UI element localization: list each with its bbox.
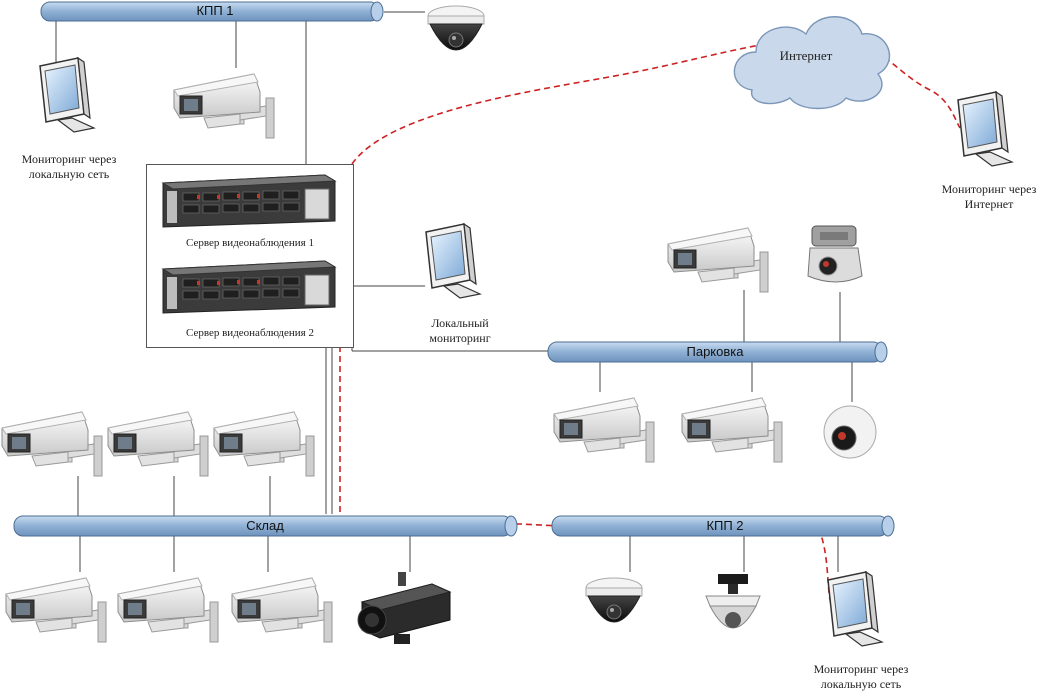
bus-kpp2-label: КПП 2 [706, 518, 744, 533]
monitor-local-line1: Локальный [431, 316, 489, 330]
connection-lines [55, 11, 853, 572]
monitor-local-network-top-line1: Мониторинг через [21, 152, 117, 166]
bus-warehouse-label: Склад [246, 518, 284, 533]
monitor-local-line2: мониторинг [429, 331, 491, 345]
internet-cloud [733, 16, 891, 110]
monitor-internet [957, 91, 1013, 167]
monitor-local-network-bottom-line1: Мониторинг через [813, 662, 909, 676]
camera-kpp1 [173, 73, 275, 139]
black-camera-warehouse [357, 571, 451, 645]
monitor-local-network-top [39, 57, 95, 133]
monitor-local [425, 223, 481, 299]
server-rack-box: Сервер видеонаблюдения 1 Сервер видеонаб… [146, 164, 354, 348]
bus-kpp2 [551, 515, 895, 537]
monitor-internet-line2: Интернет [964, 197, 1014, 211]
monitor-internet-label: Мониторинг через Интернет [924, 182, 1046, 212]
monitor-local-network-bottom [827, 571, 883, 647]
bus-parking [547, 341, 888, 363]
server-2-label: Сервер видеонаблюдения 2 [186, 327, 314, 339]
camera-warehouse-top-3 [213, 411, 315, 477]
monitor-local-label: Локальный мониторинг [400, 316, 520, 346]
internet-cloud-label: Интернет [779, 48, 833, 63]
dome-camera-kpp1 [427, 5, 485, 51]
monitor-local-network-bottom-label: Мониторинг через локальную сеть [796, 662, 926, 692]
server-2-icon [162, 260, 336, 314]
bus-kpp1-label: КПП 1 [196, 3, 234, 18]
ball-camera-parking [823, 405, 877, 459]
camera-warehouse-bottom-2 [117, 577, 219, 643]
server-1-icon [162, 174, 336, 228]
bus-parking-label: Парковка [686, 344, 744, 359]
bus-warehouse [13, 515, 518, 537]
internet-link [351, 37, 961, 165]
camera-parking-1 [553, 397, 655, 463]
monitor-local-network-bottom-line2: локальную сеть [820, 677, 902, 691]
bus-kpp1 [40, 1, 384, 22]
server-1-label: Сервер видеонаблюдения 1 [186, 237, 314, 249]
monitor-internet-line1: Мониторинг через [941, 182, 1037, 196]
internet-link-bottom [339, 346, 833, 609]
camera-warehouse-bottom-1 [5, 577, 107, 643]
ptz-camera-parking [807, 225, 863, 283]
monitor-local-network-top-line2: локальную сеть [28, 167, 110, 181]
camera-warehouse-top-1 [1, 411, 103, 477]
dome-camera-kpp2 [585, 577, 643, 623]
hanging-dome-kpp2 [705, 573, 761, 629]
camera-parking-top [667, 227, 769, 293]
camera-warehouse-bottom-3 [231, 577, 333, 643]
camera-warehouse-top-2 [107, 411, 209, 477]
camera-parking-2 [681, 397, 783, 463]
monitor-local-network-top-label: Мониторинг через локальную сеть [4, 152, 134, 182]
